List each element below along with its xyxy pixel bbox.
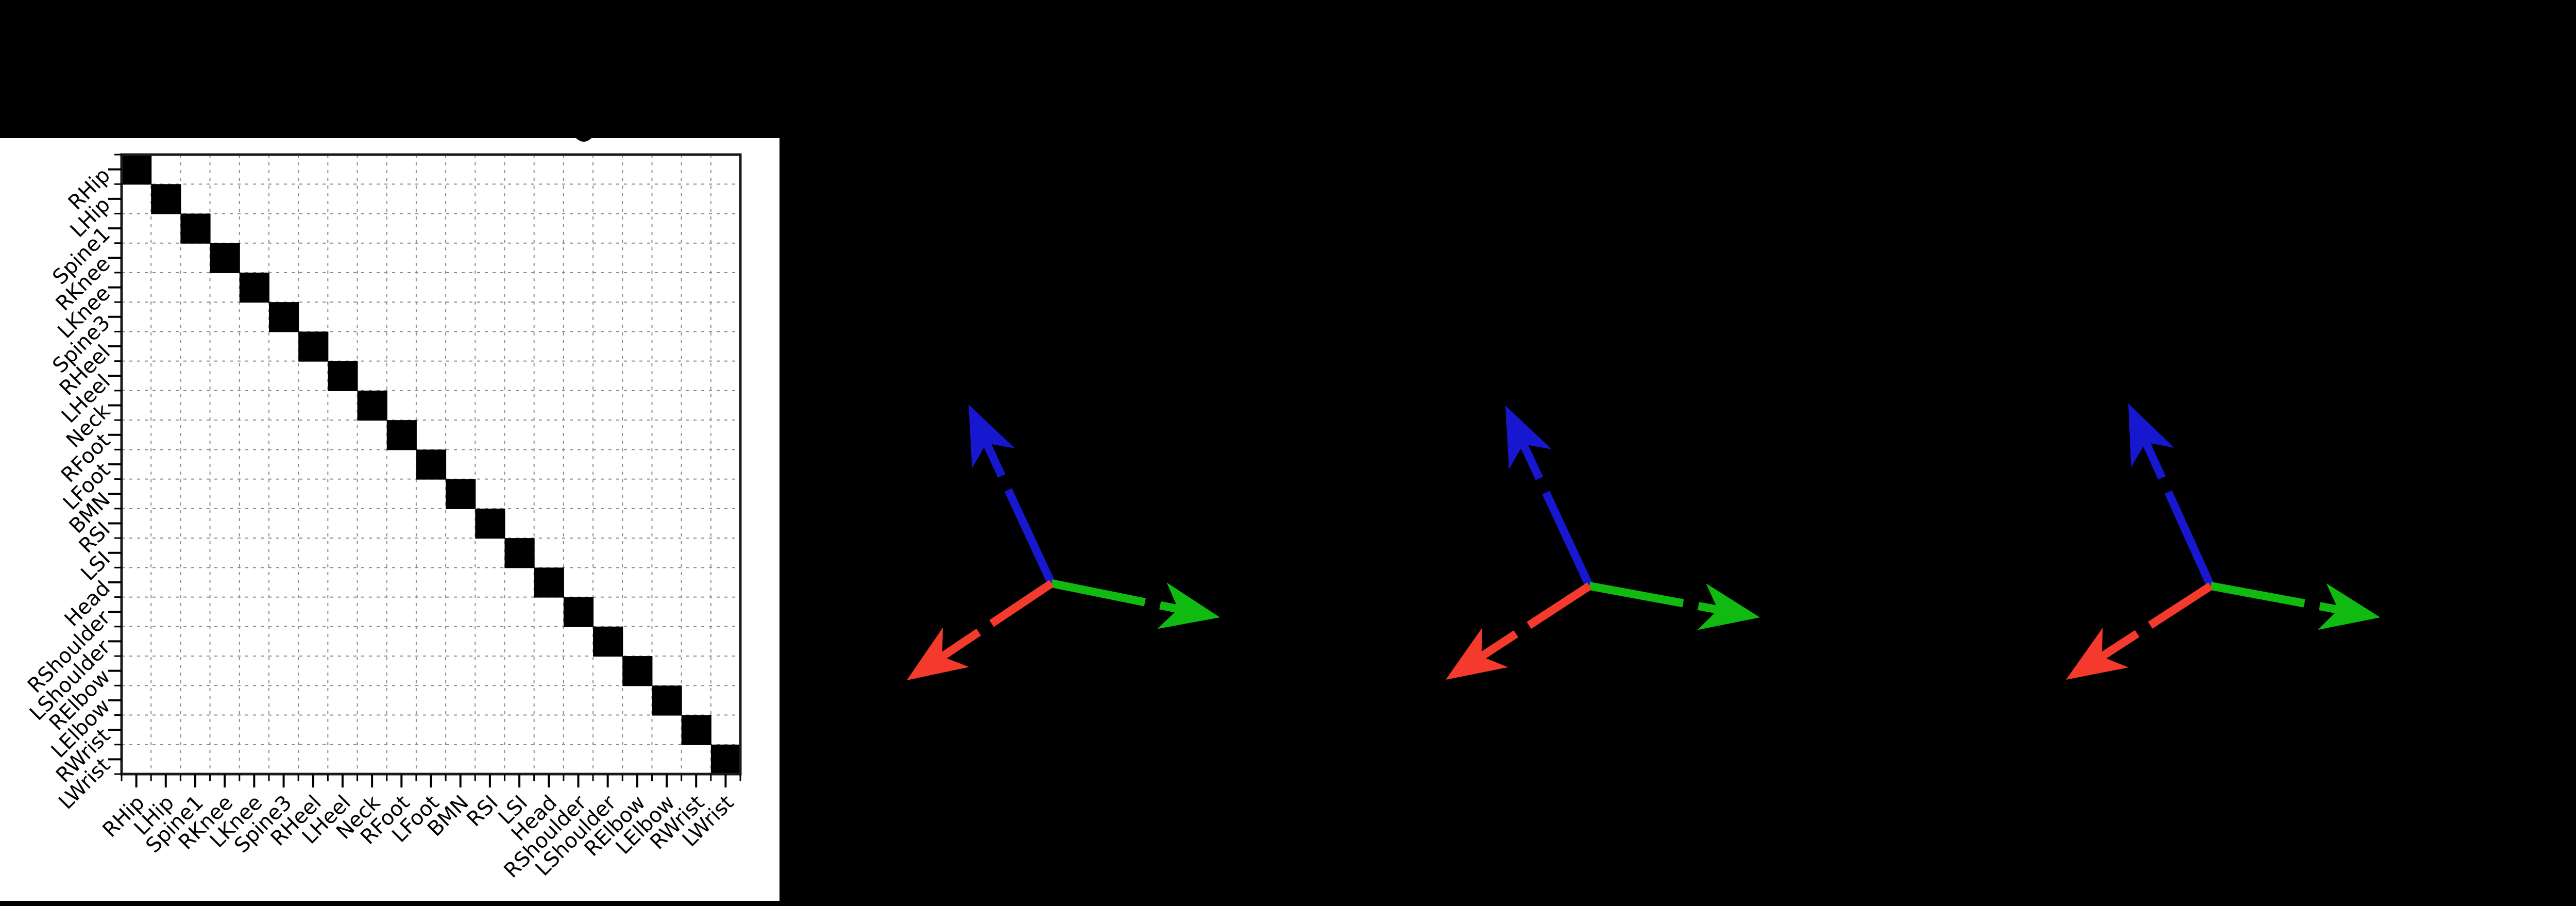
basis-frame-3: [2066, 404, 2380, 680]
matrix-cell-on: [180, 213, 211, 244]
frame-3-y-axis-shaft: [2210, 582, 2341, 614]
matrix-cell-on: [268, 302, 299, 332]
matrix-cell-on: [652, 685, 682, 716]
matrix-cell-on: [210, 243, 240, 273]
matrix-cell-on: [416, 449, 447, 480]
frame-1-y-axis-arrowhead: [1157, 582, 1220, 629]
frame-2-x-axis-arrowhead: [1446, 627, 1509, 680]
matrix-cell-on: [593, 626, 623, 657]
matrix-cell-on: [622, 656, 653, 686]
frame-3-x-axis-shaft: [2098, 582, 2213, 661]
frame-2-z-axis-arrowhead: [1505, 406, 1552, 469]
frame-3-z-axis-shaft: [2141, 440, 2215, 588]
hidden-title-descender-glyph: [576, 138, 591, 142]
matrix-cell-on: [504, 538, 535, 568]
frame-2-z-axis-shaft: [1519, 441, 1594, 588]
frame-3-y-axis-arrowhead: [2317, 583, 2380, 630]
basis-frame-2: [1446, 406, 1760, 680]
matrix-cell-on: [151, 184, 181, 214]
basis-frame-1: [907, 405, 1220, 680]
frame-1-z-axis-shaft: [982, 440, 1056, 585]
frame-2-y-axis-arrowhead: [1697, 583, 1760, 630]
matrix-cell-on: [357, 390, 387, 421]
matrix-cell-on: [122, 155, 152, 185]
frame-1-y-axis-shaft: [1050, 579, 1180, 613]
frame-1-z-axis-arrowhead: [969, 405, 1015, 468]
frame-2-y-axis-shaft: [1588, 582, 1720, 614]
matrix-cell-on: [563, 597, 594, 627]
matrix-cell-on: [239, 272, 269, 303]
joint-adjacency-heatmap: RHipRHipLHipLHipSpine1Spine1RKneeRKneeLK…: [23, 138, 742, 883]
matrix-cell-on: [710, 744, 741, 775]
frame-2-x-axis-shaft: [1478, 582, 1592, 661]
matrix-cell-on: [534, 567, 564, 598]
frame-3-z-axis-arrowhead: [2128, 404, 2175, 467]
frame-1-x-axis-arrowhead: [907, 627, 970, 680]
frame-1-x-axis-shaft: [939, 580, 1054, 661]
matrix-cell-on: [298, 331, 329, 362]
matrix-cell-on: [446, 479, 476, 509]
matrix-cell-on: [681, 715, 711, 745]
matrix-cell-on: [475, 508, 505, 539]
matrix-cell-on: [386, 420, 417, 450]
frame-3-x-axis-arrowhead: [2066, 627, 2129, 680]
matrix-cell-on: [328, 361, 358, 391]
